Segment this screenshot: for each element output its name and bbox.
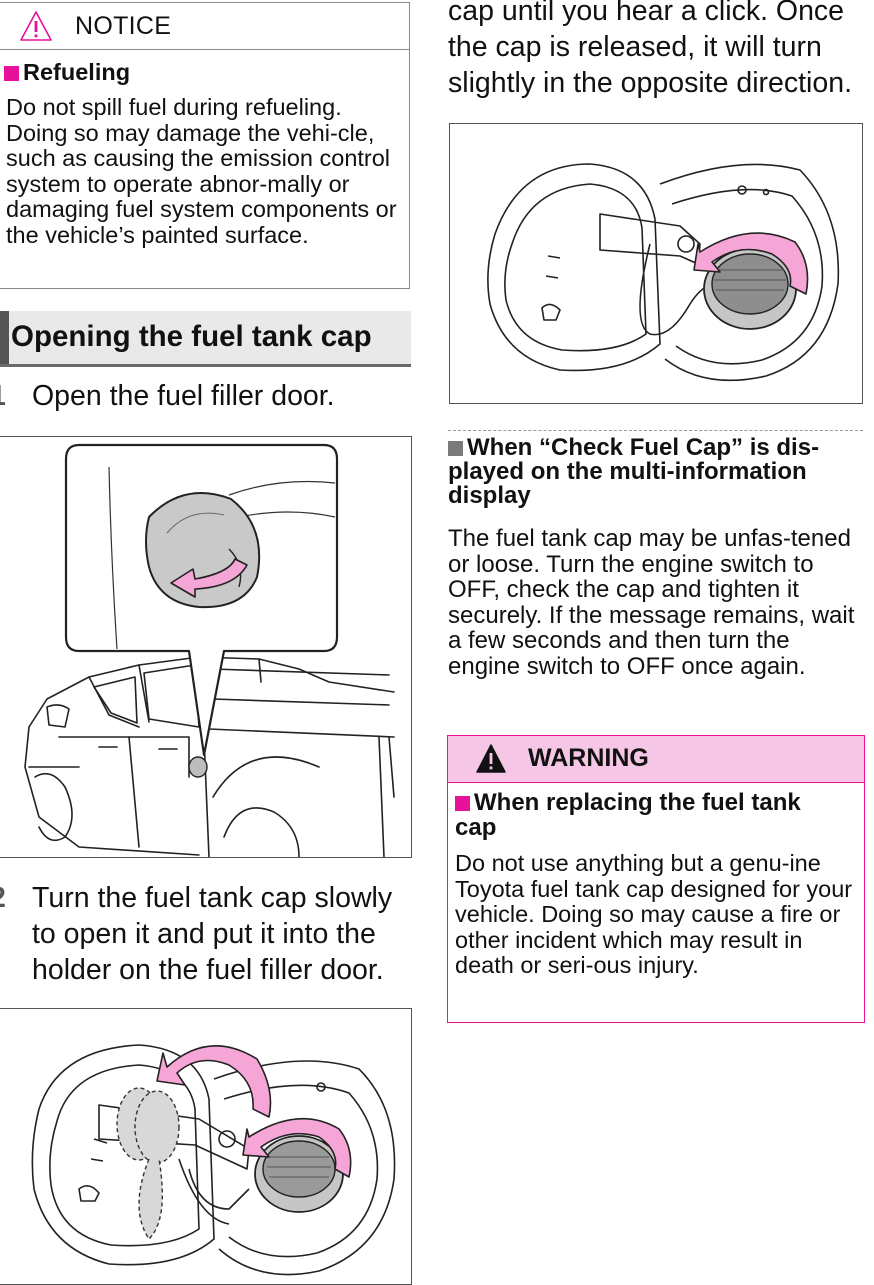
- warning-heading: When replacing the fuel tank cap: [455, 790, 835, 840]
- gray-square-marker: [448, 441, 463, 456]
- illustration-fuel-filler-door: [0, 436, 412, 858]
- section-divider: [448, 430, 863, 431]
- notice-title: NOTICE: [75, 12, 172, 40]
- notice-body: Do not spill fuel during refueling. Doin…: [6, 94, 397, 248]
- section-title-bar: Opening the fuel tank cap: [0, 311, 411, 367]
- step-number: 1: [0, 378, 6, 414]
- notice-heading: Refueling: [4, 59, 130, 86]
- warning-box: WARNING When replacing the fuel tank cap…: [447, 735, 865, 1023]
- step-text: Open the fuel filler door.: [32, 380, 335, 412]
- check-cap-heading: When “Check Fuel Cap” is dis-played on t…: [448, 436, 868, 508]
- warning-header: WARNING: [448, 736, 864, 783]
- right-top-text: cap until you hear a click. Once the cap…: [448, 0, 852, 99]
- warning-title: WARNING: [528, 744, 649, 772]
- illustration-cap-release: [449, 123, 863, 404]
- step-number: 2: [0, 880, 6, 916]
- warning-body: Do not use anything but a genu-ine Toyot…: [455, 850, 853, 978]
- pink-square-marker: [4, 66, 19, 81]
- section-title-accent: [0, 311, 9, 364]
- notice-header: NOTICE: [0, 3, 409, 50]
- check-cap-body: The fuel tank cap may be unfas-tened or …: [448, 525, 855, 680]
- pink-square-marker: [455, 796, 470, 811]
- warning-heading-text: When replacing the fuel tank cap: [455, 789, 801, 841]
- step-text: Turn the fuel tank cap slowly to open it…: [32, 882, 393, 986]
- check-cap-heading-text: When “Check Fuel Cap” is dis-played on t…: [448, 434, 820, 509]
- caution-triangle-icon: [20, 11, 52, 41]
- notice-heading-text: Refueling: [23, 59, 131, 85]
- section-title: Opening the fuel tank cap: [11, 320, 372, 353]
- illustration-cap-into-holder: [0, 1008, 412, 1285]
- warning-triangle-icon: [476, 744, 506, 773]
- notice-box: NOTICE Refueling Do not spill fuel durin…: [0, 2, 410, 289]
